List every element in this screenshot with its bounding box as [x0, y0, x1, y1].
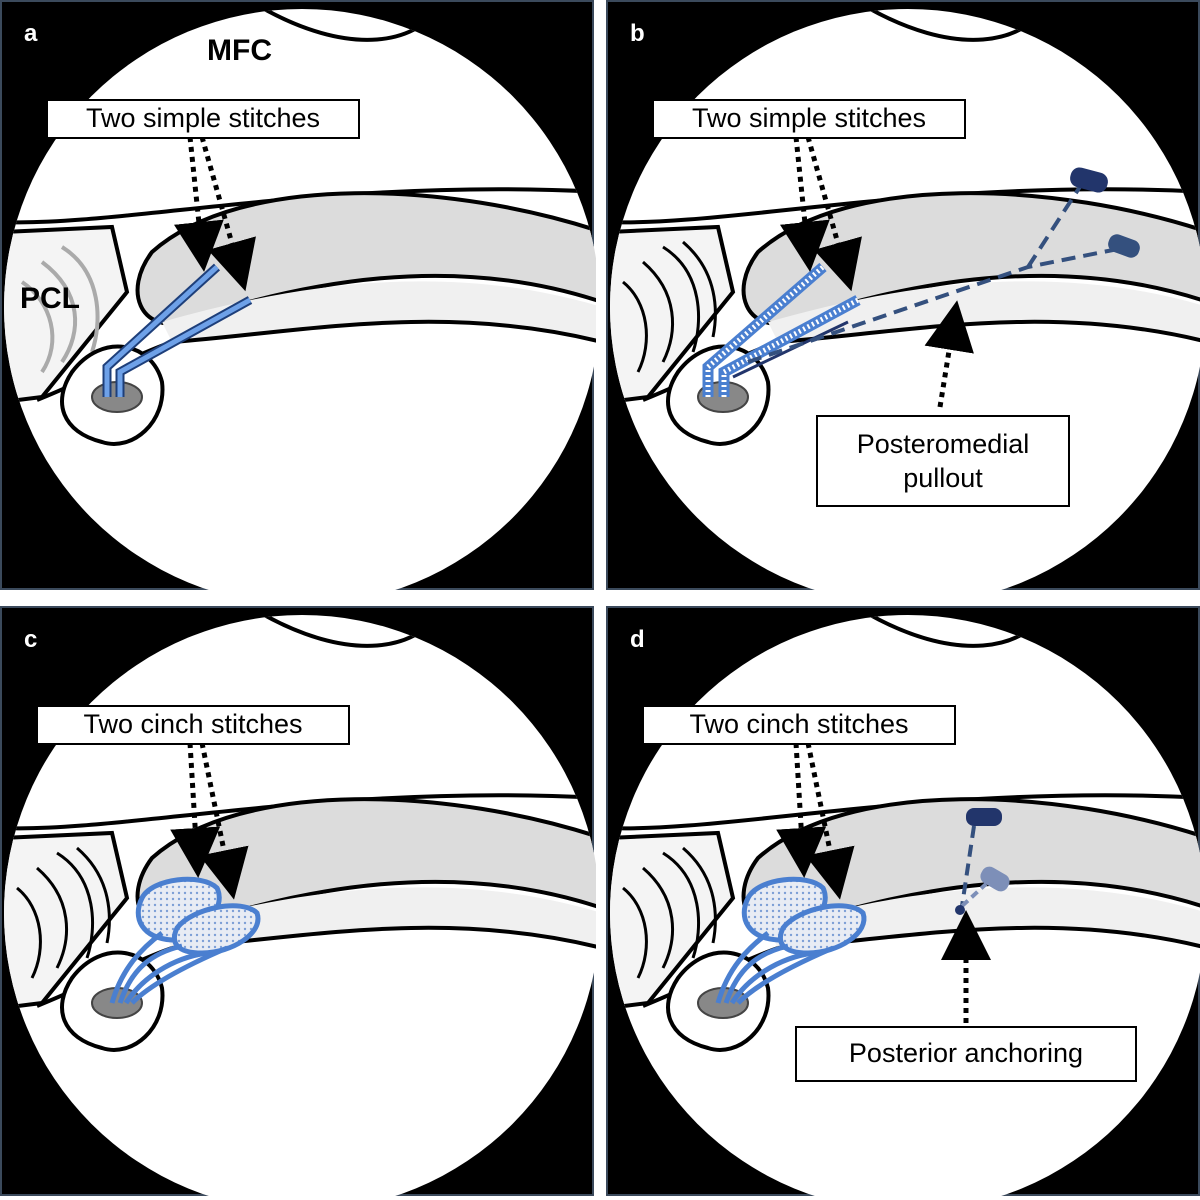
pcl-fiber — [16, 886, 42, 979]
panel-label: a — [24, 20, 38, 47]
anchor-button-1 — [966, 808, 1002, 826]
panel-a-scene — [4, 9, 596, 592]
callout-stitch-type: Two cinch stitches — [36, 705, 350, 745]
anchor-suture — [960, 825, 976, 907]
pcl-fiber — [622, 280, 648, 373]
stitch-1-core — [104, 265, 219, 397]
meniscus-edge — [777, 319, 1200, 344]
pcl-region — [4, 830, 130, 1011]
panel-d-scene — [610, 615, 1200, 1198]
pcl-fiber — [40, 260, 78, 364]
stitch-2-hatch — [721, 297, 860, 397]
anatomy-label-mfc: MFC — [207, 34, 272, 67]
pcl-fiber — [60, 245, 100, 353]
anchor-button-2 — [1108, 234, 1140, 258]
panel-b: b Two simple stitches Posteromedial pull… — [606, 0, 1200, 592]
pcl-fiber — [682, 240, 717, 338]
cinch-limb — [736, 945, 834, 1005]
pcl-fiber — [76, 846, 111, 944]
callout-technique: Posteromedial pullout — [816, 415, 1070, 507]
anchor-suture-2 — [960, 882, 988, 908]
pcl-region — [610, 830, 736, 1011]
panel-c: c Two cinch stitches — [0, 606, 596, 1198]
stitch-1-hatch — [705, 265, 825, 397]
pointer-arrow-2 — [199, 742, 249, 900]
panel-c-scene — [4, 615, 596, 1198]
meniscus-lower — [162, 281, 596, 342]
pointer-arrow-2 — [199, 136, 256, 292]
callout-stitch-type: Two simple stitches — [652, 99, 966, 139]
anatomy-label-pcl: PCL — [20, 282, 80, 315]
pcl-fiber — [662, 245, 701, 353]
pcl-fiber — [622, 886, 648, 979]
meniscus-lower — [768, 281, 1200, 342]
pcl-fiber — [20, 280, 55, 374]
stitch-2-core — [117, 297, 252, 397]
cinch-limb — [715, 931, 770, 1004]
cinch-limb — [109, 931, 164, 1004]
cinch-limb — [723, 943, 789, 1004]
meniscus-lower — [162, 887, 596, 948]
pcl-fiber — [662, 851, 701, 959]
pcl-region — [4, 224, 130, 405]
cinch-limb — [117, 943, 183, 1004]
callout-stitch-type: Two cinch stitches — [642, 705, 956, 745]
pcl-fiber — [642, 260, 674, 363]
pcl-fiber — [682, 846, 717, 944]
callout-stitch-type: Two simple stitches — [46, 99, 360, 139]
cinch-limb — [130, 945, 228, 1005]
panel-label: d — [630, 626, 645, 653]
condyle-edge — [610, 793, 1200, 831]
callout-technique: Posterior anchoring — [795, 1026, 1137, 1082]
pointer-arrow-pullout — [924, 300, 974, 408]
anchor-button-1 — [1070, 167, 1108, 193]
panel-label: b — [630, 20, 645, 47]
pointer-arrow-2 — [805, 742, 855, 900]
pcl-fiber — [642, 866, 674, 969]
cinch-limb — [123, 950, 208, 1005]
pullout-suture-dashed-2 — [1026, 180, 1085, 269]
pcl-fiber — [36, 866, 68, 969]
anchor-point — [955, 905, 965, 915]
pointer-arrow-2 — [805, 136, 862, 292]
cinch-limb — [729, 950, 814, 1005]
pcl-fiber — [56, 851, 95, 959]
pcl-region — [610, 224, 736, 405]
meniscus-edge — [171, 319, 596, 344]
panel-d: d Two cinch stitches Posterior anchoring — [606, 606, 1200, 1198]
anchor-button-2 — [980, 866, 1010, 892]
panel-label: c — [24, 626, 38, 653]
panel-a: a MFC PCL Two simple stitches — [0, 0, 596, 592]
condyle-edge — [4, 793, 596, 831]
condyle-edge — [4, 187, 596, 225]
